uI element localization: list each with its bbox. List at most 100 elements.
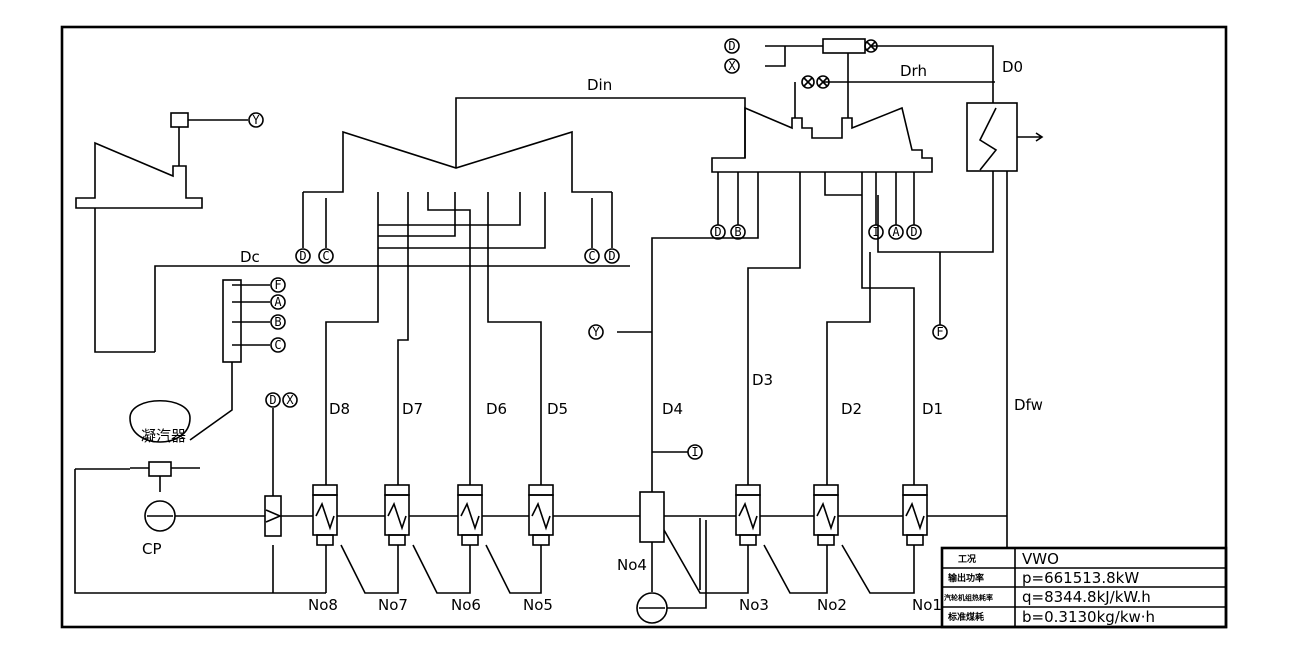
marker-f-2 — [932, 324, 948, 340]
marker-c-1 — [318, 248, 334, 264]
label-d7: D7 — [402, 400, 423, 418]
label-no3: No3 — [739, 596, 769, 614]
line-din — [455, 97, 746, 168]
line-condensate-return — [189, 362, 233, 441]
label-no5: No5 — [523, 596, 553, 614]
svg-text:F: F — [274, 278, 281, 292]
label-no8: No8 — [308, 596, 338, 614]
label-d6: D6 — [486, 400, 507, 418]
label-dfw: Dfw — [1014, 396, 1043, 414]
marker-x-2 — [282, 392, 298, 408]
gland-coil — [265, 509, 283, 523]
deaerator-small-tank — [222, 279, 242, 363]
feedwater-pump-line — [639, 520, 707, 609]
valve-symbols — [801, 39, 878, 89]
main-steam-valve-box — [822, 38, 866, 54]
svg-text:D: D — [714, 225, 721, 239]
svg-text:I: I — [691, 445, 698, 459]
boiler — [966, 102, 1018, 172]
markers: Y D X D C C D D B I A D F A B C Y F D X … — [248, 38, 948, 460]
boiler-coil — [978, 107, 998, 171]
svg-text:B: B — [274, 315, 281, 329]
heater-no2 — [813, 484, 839, 546]
lp-extraction-lines — [154, 192, 630, 485]
marker-d-5 — [906, 224, 922, 240]
table-value-3: q=8344.8kJ/kW.h — [1022, 588, 1151, 606]
line-recirc-loop — [74, 469, 326, 594]
table-caption-4: 标准煤耗 — [947, 611, 984, 623]
svg-text:X: X — [286, 393, 294, 407]
svg-text:X: X — [728, 59, 736, 73]
label-d5: D5 — [547, 400, 568, 418]
line-d-x-branch — [765, 45, 823, 67]
svg-text:Y: Y — [592, 325, 600, 339]
marker-x-1 — [724, 58, 740, 74]
svg-text:C: C — [588, 249, 595, 263]
svg-text:A: A — [892, 225, 900, 239]
hp-extraction-lines — [617, 171, 1008, 548]
label-din: Din — [587, 76, 612, 94]
heater-no8 — [312, 484, 338, 546]
label-no1: No1 — [912, 596, 942, 614]
heater-no1 — [902, 484, 928, 546]
label-d4: D4 — [662, 400, 683, 418]
marker-d-4 — [710, 224, 726, 240]
small-turbine — [75, 141, 203, 209]
table-value-1: VWO — [1022, 550, 1059, 568]
marker-a-1 — [888, 224, 904, 240]
marker-y-2 — [588, 324, 604, 340]
table-value-4: b=0.3130kg/kw·h — [1022, 608, 1155, 626]
table-value-2: p=661513.8kW — [1022, 569, 1139, 587]
marker-i-2 — [687, 444, 703, 460]
marker-a-2 — [270, 294, 286, 310]
svg-text:D: D — [728, 39, 735, 53]
label-d0: D0 — [1002, 58, 1023, 76]
svg-text:D: D — [910, 225, 917, 239]
table-caption-3: 汽轮机组热耗率 — [944, 593, 993, 602]
svg-text:D: D — [608, 249, 615, 263]
boiler-outlet-arrow — [1017, 132, 1044, 142]
label-no6: No6 — [451, 596, 481, 614]
marker-d-2 — [295, 248, 311, 264]
label-drh: Drh — [900, 62, 927, 80]
hp-ip-turbine — [711, 106, 933, 173]
title-block-table: 工况 VWO 输出功率 p=661513.8kW 汽轮机组热耗率 q=8344.… — [940, 546, 1228, 629]
drain-lines — [325, 518, 915, 594]
marker-b-2 — [270, 314, 286, 330]
heater-no6 — [457, 484, 483, 546]
label-no2: No2 — [817, 596, 847, 614]
lines-marker-branches — [232, 284, 270, 346]
heater-no7 — [384, 484, 410, 546]
condenser[interactable] — [129, 400, 191, 443]
label-d8: D8 — [329, 400, 350, 418]
heater-no3 — [735, 484, 761, 546]
marker-f-1 — [270, 277, 286, 293]
marker-c-3 — [270, 337, 286, 353]
table-caption-2: 输出功率 — [948, 572, 984, 584]
svg-text:B: B — [734, 225, 741, 239]
svg-text:I: I — [872, 225, 879, 239]
pump-label: CP — [142, 540, 162, 558]
label-no4: No4 — [617, 556, 647, 574]
hotwell — [148, 461, 172, 477]
svg-text:Y: Y — [252, 113, 260, 127]
line-reheat-valves — [794, 81, 995, 118]
svg-text:C: C — [274, 338, 281, 352]
line-d0 — [871, 45, 994, 103]
svg-text:F: F — [936, 325, 943, 339]
label-dc: Dc — [240, 248, 260, 266]
marker-d-6 — [265, 392, 281, 408]
svg-text:D: D — [299, 249, 306, 263]
line-small-turbine-exhaust — [94, 208, 155, 353]
marker-i-1 — [868, 224, 884, 240]
heaters-group — [312, 484, 928, 546]
small-valve-box — [170, 112, 189, 128]
label-no7: No7 — [378, 596, 408, 614]
svg-text:D: D — [269, 393, 276, 407]
marker-b-1 — [730, 224, 746, 240]
label-d3: D3 — [752, 371, 773, 389]
svg-text:C: C — [322, 249, 329, 263]
table-caption-1: 工况 — [958, 554, 976, 565]
marker-c-2 — [584, 248, 600, 264]
condenser-label: 凝汽器 — [141, 427, 186, 445]
